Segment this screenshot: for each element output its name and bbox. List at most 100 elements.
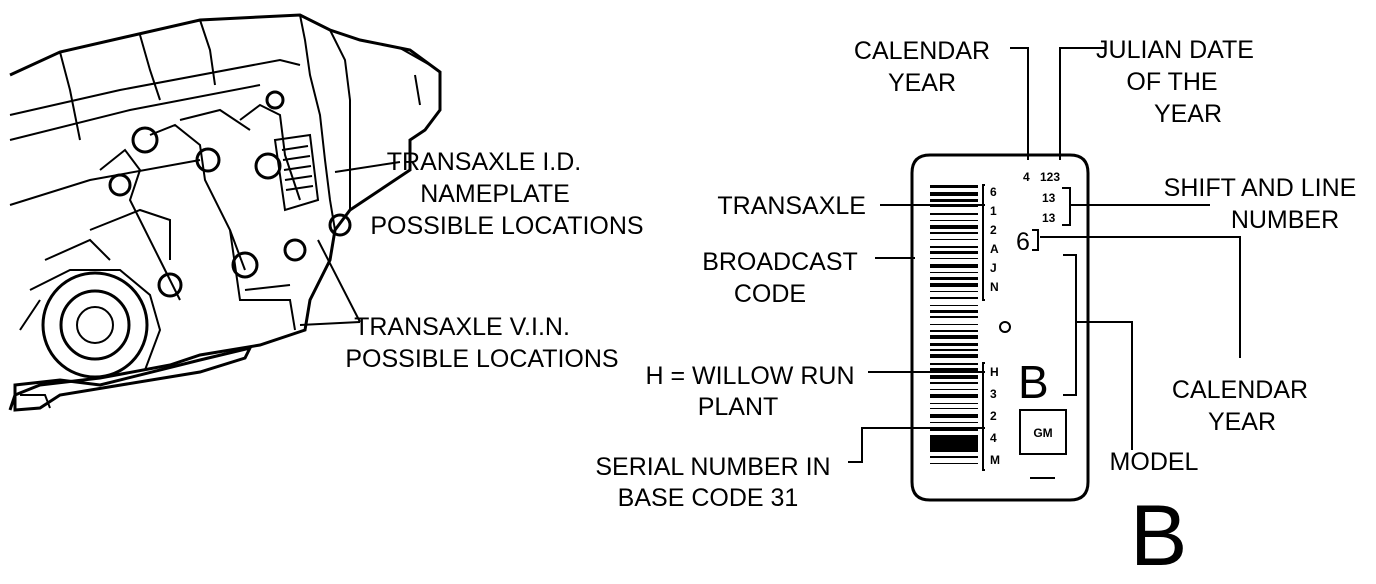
broadcast-char: 1 <box>990 204 997 218</box>
julian-date-label: JULIAN DATE OF THE YEAR <box>1096 36 1254 128</box>
barcode-bar <box>930 456 978 458</box>
barcode-bar <box>930 422 978 423</box>
barcode-bar <box>930 206 978 207</box>
barcode-bar <box>930 246 978 248</box>
barcode-bar <box>930 291 978 292</box>
barcode-bar <box>930 310 978 313</box>
julian-date-line-3: YEAR <box>1154 100 1222 128</box>
barcode-bar <box>930 225 978 229</box>
calendar-year-top-line-1: CALENDAR <box>854 37 990 65</box>
tag-year-bracket <box>1032 229 1039 251</box>
calendar-year-top-leader <box>1010 47 1029 160</box>
broadcast-code-label: BROADCAST CODE <box>702 248 858 308</box>
barcode-bar <box>930 435 978 439</box>
willow-run-label: H = WILLOW RUN PLANT <box>645 362 854 421</box>
tag-shift-bracket <box>1062 187 1071 226</box>
julian-date-line-2: OF THE <box>1126 68 1217 96</box>
barcode-bar <box>930 220 978 221</box>
barcode-bar <box>930 463 978 464</box>
barcode-bar <box>930 403 978 404</box>
model-leader <box>1076 321 1133 450</box>
barcode-bar <box>930 354 978 358</box>
vin-locations-leader <box>299 239 361 326</box>
broadcast-char: 6 <box>990 185 997 199</box>
id-nameplate-line-3: POSSIBLE LOCATIONS <box>370 212 643 240</box>
julian-date-leader <box>1059 47 1105 160</box>
tag-model-bracket <box>1063 254 1077 396</box>
barcode-bar <box>930 277 978 280</box>
tag-model-letter: B <box>1018 356 1049 408</box>
gm-logo: GM <box>1033 426 1052 440</box>
calendar-year-right-line-1: CALENDAR <box>1172 376 1308 404</box>
barcode-bar <box>930 408 978 409</box>
vin-locations-line-2: POSSIBLE LOCATIONS <box>345 345 618 373</box>
calendar-year-right-line-2: YEAR <box>1208 408 1276 436</box>
barcode-bar <box>930 414 978 418</box>
barcode-bar <box>930 375 978 379</box>
barcode-bar <box>930 305 978 306</box>
barcode-bar <box>930 324 978 325</box>
barcode-bar <box>930 199 978 202</box>
barcode-bar <box>930 428 978 431</box>
broadcast-char: 2 <box>990 223 997 237</box>
barcode-bar <box>930 316 978 318</box>
willow-run-line-2: PLANT <box>698 393 779 421</box>
calendar-year-right-leader <box>1040 236 1241 358</box>
barcode-bar <box>930 213 978 215</box>
barcode-bar <box>930 389 978 390</box>
barcode-bar <box>930 192 978 196</box>
tag-shift-line-2: 13 <box>1042 211 1056 225</box>
tag-julian: 123 <box>1040 170 1060 184</box>
tag-year-digit: 6 <box>1016 228 1030 256</box>
barcode-bar <box>930 185 978 188</box>
tag-calendar-digit: 4 <box>1023 170 1030 184</box>
barcode-bar <box>930 232 978 234</box>
broadcast-char: N <box>990 280 999 294</box>
gm-logo-box <box>1019 409 1067 455</box>
barcode-bar <box>930 343 978 346</box>
barcode-bar <box>930 283 978 287</box>
serial-number-leader <box>848 427 985 463</box>
barcode-block <box>930 438 978 452</box>
tag-hole <box>999 321 1011 333</box>
model-letter-large: B <box>1130 488 1187 584</box>
broadcast-code-line-2: CODE <box>734 280 806 308</box>
serial-number-label: SERIAL NUMBER IN BASE CODE 31 <box>595 453 830 512</box>
shift-line-line-2: NUMBER <box>1231 206 1339 234</box>
julian-date-line-1: JULIAN DATE <box>1096 36 1254 64</box>
barcode-bar <box>930 394 978 398</box>
serial-char: 2 <box>990 409 997 423</box>
calendar-year-top-label: CALENDAR YEAR <box>854 37 990 97</box>
serial-bracket <box>982 362 985 471</box>
vin-locations-label: TRANSAXLE V.I.N. POSSIBLE LOCATIONS <box>345 313 618 373</box>
willow-run-line-1: H = WILLOW RUN <box>645 362 854 390</box>
barcode-bar <box>930 251 978 254</box>
barcode-bar <box>930 330 978 332</box>
transaxle-label: TRANSAXLE <box>717 192 866 220</box>
model-label: MODEL <box>1110 448 1199 476</box>
calendar-year-top-line-2: YEAR <box>888 69 956 97</box>
barcode-bar <box>930 297 978 299</box>
barcode-bar <box>930 272 978 273</box>
broadcast-code-line-1: BROADCAST <box>702 248 858 276</box>
tag-shift-line-1: 13 <box>1042 191 1056 205</box>
serial-char: M <box>990 453 1000 467</box>
id-nameplate-leader <box>334 161 401 173</box>
serial-char: 4 <box>990 431 997 445</box>
barcode-bar <box>930 368 978 371</box>
broadcast-bracket <box>982 184 985 301</box>
barcode-bar <box>930 363 978 365</box>
barcode-bar <box>930 258 978 259</box>
shift-line-line-1: SHIFT AND LINE <box>1164 174 1357 202</box>
barcode-bar <box>930 382 978 384</box>
vin-locations-line-1: TRANSAXLE V.I.N. <box>354 313 570 341</box>
serial-char: H <box>990 365 999 379</box>
barcode-bar <box>930 349 978 351</box>
broadcast-char: A <box>990 242 999 256</box>
shift-line-label: SHIFT AND LINE NUMBER <box>1164 174 1357 234</box>
id-nameplate-line-2: NAMEPLATE <box>420 180 570 208</box>
serial-number-line-1: SERIAL NUMBER IN <box>595 453 830 481</box>
